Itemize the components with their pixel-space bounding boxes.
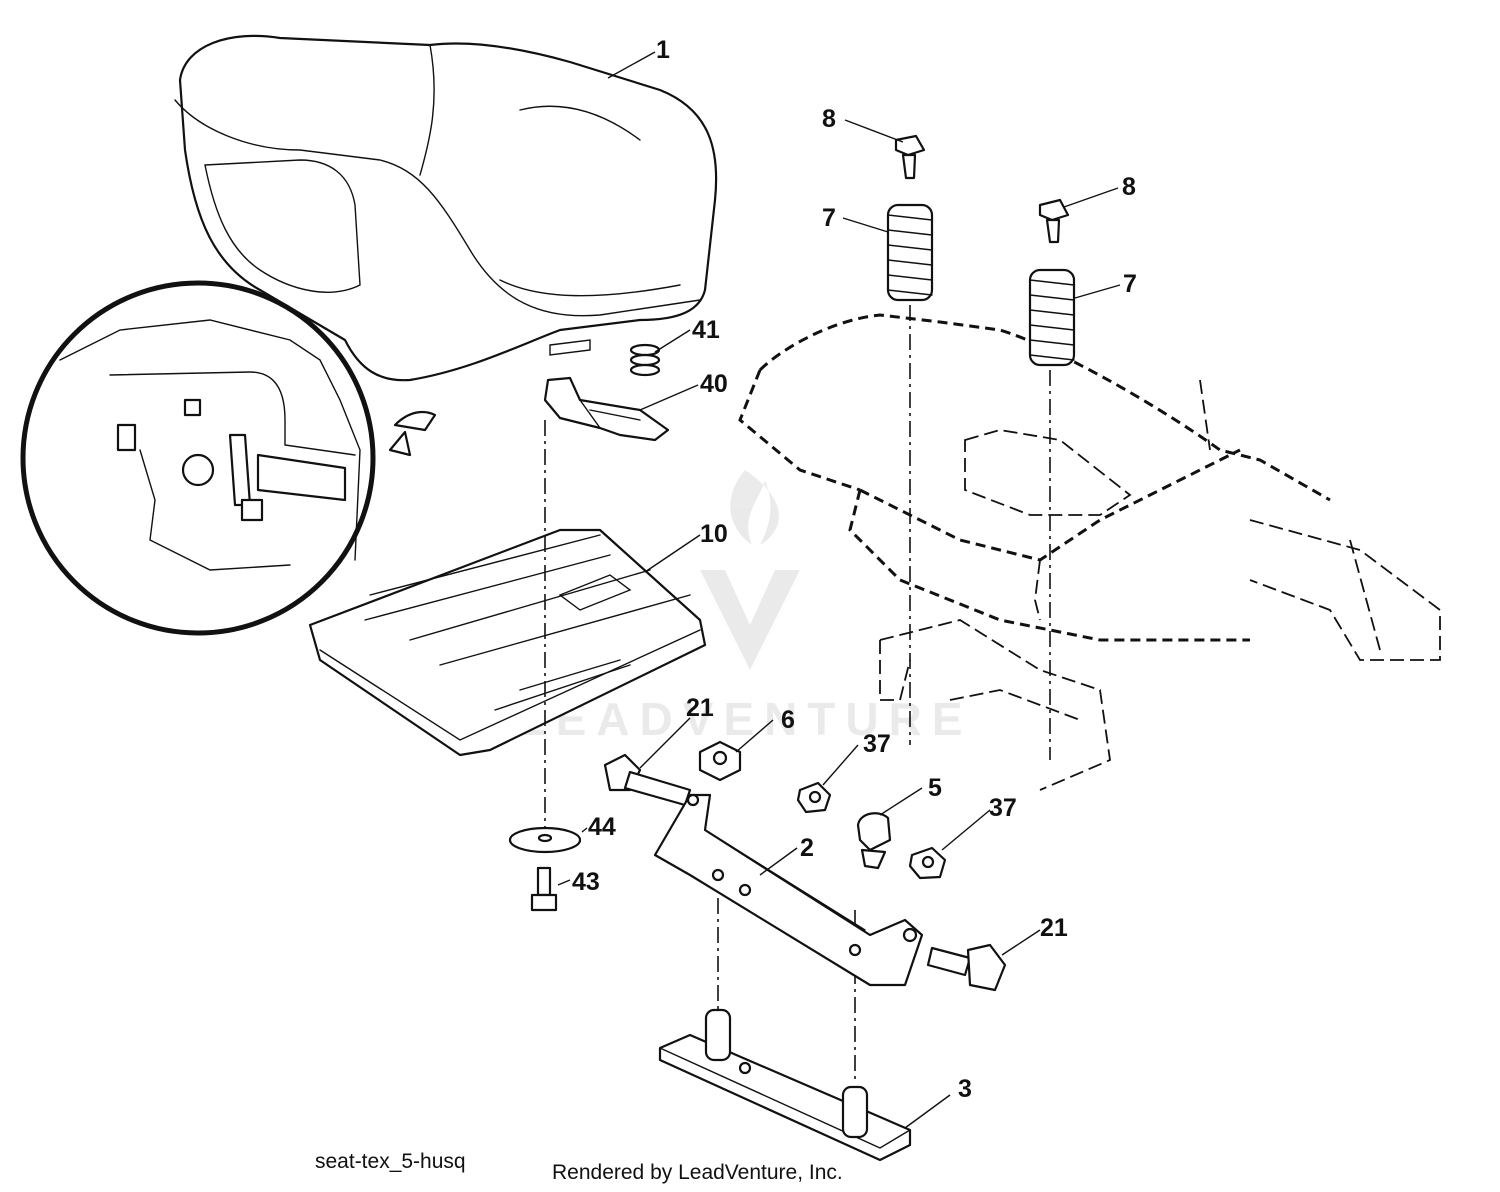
nut-6: [698, 740, 742, 782]
spring-7b: [1028, 268, 1076, 367]
watermark-text: LEADVENTURE: [517, 693, 972, 745]
fender-outline: [738, 313, 1441, 791]
spring-41: [629, 343, 661, 377]
callout-leaders: [557, 51, 1121, 1129]
callout-21b: 21: [1040, 914, 1068, 942]
spring-7a: [886, 203, 934, 302]
callout-44: 44: [588, 813, 616, 841]
bolt-21a: [603, 753, 692, 807]
callout-1: 1: [656, 36, 670, 64]
callout-10: 10: [700, 520, 728, 548]
bolt-8b: [1038, 198, 1070, 244]
callout-3: 3: [958, 1075, 972, 1103]
callout-6: 6: [781, 706, 795, 734]
callout-8a: 8: [822, 105, 836, 133]
diagram-id-label: seat-tex_5-husq: [315, 1150, 466, 1173]
callout-7b: 7: [1123, 270, 1137, 298]
render-credit-label: Rendered by LeadVenture, Inc.: [552, 1161, 843, 1184]
bracket-40: [543, 376, 670, 442]
callout-5: 5: [928, 774, 942, 802]
callout-2: 2: [800, 834, 814, 862]
callout-21a: 21: [686, 694, 714, 722]
clip-5: [856, 812, 892, 870]
callout-37b: 37: [989, 794, 1017, 822]
bracket-2: [653, 793, 924, 987]
seat: [174, 34, 718, 382]
seat-pan-10: [308, 528, 707, 757]
callout-40: 40: [700, 370, 728, 398]
washer-44: [508, 826, 582, 854]
callout-8b: 8: [1122, 173, 1136, 201]
callout-43: 43: [572, 868, 600, 896]
nut-37b: [908, 846, 947, 880]
callout-7a: 7: [822, 204, 836, 232]
bolt-8a: [894, 134, 926, 180]
detail-inset: [20, 280, 437, 636]
callout-41: 41: [692, 316, 720, 344]
plate-3: [658, 1008, 912, 1162]
watermark-logo: LEADVENTURE: [517, 470, 972, 745]
callouts: 1 8 8 7 7 41 40 10 21 6 37 5 37 2 44 43 …: [572, 36, 1137, 1103]
callout-37a: 37: [863, 730, 891, 758]
bolt-21b: [926, 943, 1007, 992]
nut-37a: [796, 781, 832, 814]
bolt-43: [530, 866, 558, 912]
